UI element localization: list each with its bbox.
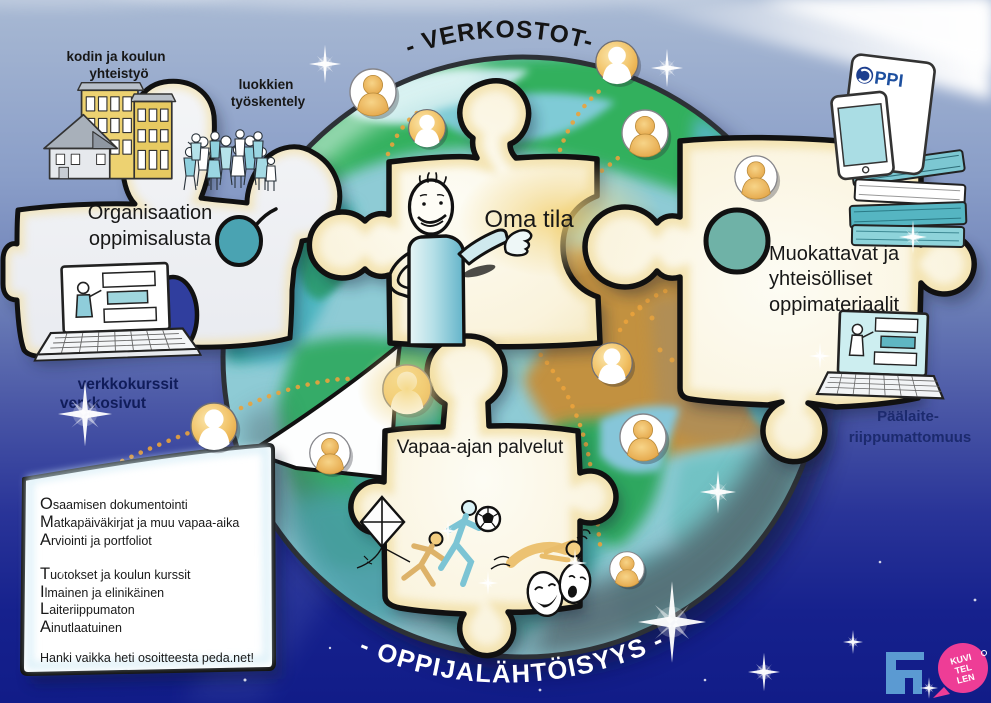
svg-text:oppimisalusta: oppimisalusta — [89, 228, 212, 250]
svg-text:yhteistyö: yhteistyö — [89, 66, 148, 81]
svg-text:kodin ja koulun: kodin ja koulun — [66, 49, 165, 64]
svg-text:Arviointi ja portfoliot: Arviointi ja portfoliot — [40, 531, 152, 549]
svg-text:Muokattavat ja: Muokattavat ja — [769, 243, 900, 265]
svg-text:yhteisölliset: yhteisölliset — [769, 268, 873, 290]
svg-text:Ainutlaatuinen: Ainutlaatuinen — [40, 618, 122, 636]
svg-text:LEN: LEN — [956, 672, 976, 686]
svg-text:luokkien: luokkien — [239, 77, 294, 92]
svg-text:Matkapäiväkirjat ja muu vapaa-: Matkapäiväkirjat ja muu vapaa-aika — [40, 513, 239, 531]
svg-text:Päälaite-: Päälaite- — [877, 408, 939, 425]
svg-text:riippumattomuus: riippumattomuus — [849, 429, 972, 446]
svg-text:Tuotokset ja koulun kurssit: Tuotokset ja koulun kurssit — [40, 565, 191, 583]
svg-text:Hanki vaikka heti osoitteesta: Hanki vaikka heti osoitteesta peda.net! — [40, 651, 254, 665]
svg-text:Osaamisen dokumentointi: Osaamisen dokumentointi — [40, 495, 188, 513]
svg-text:Vapaa-ajan palvelut: Vapaa-ajan palvelut — [397, 437, 564, 458]
svg-text:Oma tila: Oma tila — [484, 206, 574, 233]
svg-text:Organisaation: Organisaation — [88, 202, 213, 224]
svg-text:Ilmainen ja elinikäinen: Ilmainen ja elinikäinen — [40, 583, 164, 601]
svg-text:verkkokurssit: verkkokurssit — [78, 376, 179, 393]
svg-text:oppimateriaalit: oppimateriaalit — [769, 294, 900, 316]
svg-text:työskentely: työskentely — [231, 94, 306, 109]
svg-text:PPI: PPI — [873, 68, 904, 91]
svg-text:TEL: TEL — [954, 662, 973, 676]
svg-text:verkkosivut: verkkosivut — [60, 395, 146, 412]
svg-text:Laiteriippumaton: Laiteriippumaton — [40, 600, 135, 618]
